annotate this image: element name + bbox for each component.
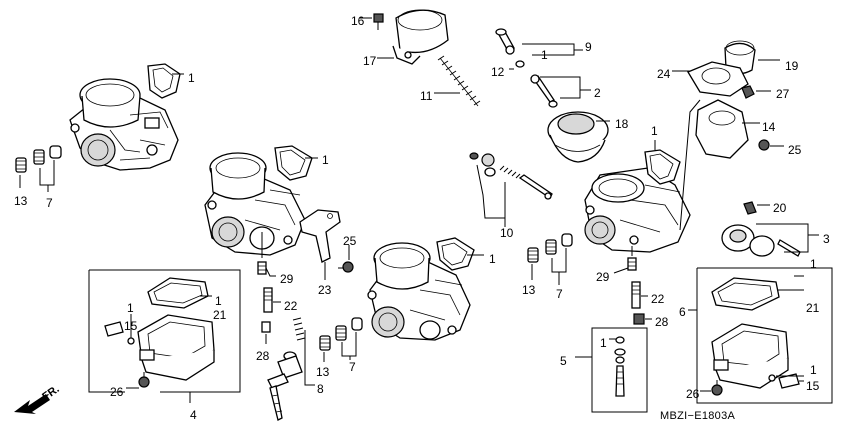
callout-c1e: 1	[489, 252, 496, 266]
holder-24	[687, 61, 749, 97]
callout-c20: 20	[773, 201, 787, 215]
screw-26-left	[138, 372, 150, 388]
group-box-5	[575, 327, 648, 413]
callout-c5: 5	[560, 354, 567, 368]
callout-c29a: 29	[280, 272, 294, 286]
callout-c1f: 1	[127, 301, 134, 315]
callout-c12: 12	[491, 65, 505, 79]
screw-group-8	[267, 317, 306, 421]
callout-c15b: 15	[806, 379, 820, 393]
callout-c13c: 13	[316, 365, 330, 379]
callout-c1h: 1	[600, 336, 607, 350]
top-cover-17	[392, 9, 449, 65]
callout-c4: 4	[190, 408, 197, 422]
cover-14	[695, 99, 749, 159]
callout-c2: 2	[594, 86, 601, 100]
spring-13-right	[527, 233, 573, 263]
plug-15-right	[768, 373, 800, 389]
float-bowl-4-left	[137, 314, 215, 381]
callout-c1g: 1	[215, 294, 222, 308]
callout-c9: 9	[585, 40, 592, 54]
callout-c22a: 22	[284, 299, 298, 313]
gasket-right	[644, 149, 681, 185]
bracket-23	[299, 209, 341, 263]
jet-22-left	[263, 287, 273, 313]
callout-c10: 10	[500, 226, 514, 240]
callout-c27: 27	[776, 87, 790, 101]
screw-26-right	[711, 380, 723, 396]
front-direction-arrow: FR.	[14, 383, 62, 414]
callout-c1b: 1	[188, 71, 195, 85]
callout-c17: 17	[363, 54, 377, 68]
callout-c13a: 13	[14, 194, 28, 208]
screw-27	[741, 85, 755, 99]
group-box-6	[688, 267, 833, 404]
jet-28-right	[633, 313, 645, 325]
callout-c28b: 28	[655, 315, 669, 329]
gasket-center-left	[274, 145, 313, 181]
spring-13-center	[319, 317, 363, 351]
callout-c14: 14	[762, 120, 776, 134]
callout-c1a: 1	[541, 48, 548, 62]
callout-c1j: 1	[810, 363, 817, 377]
screw-25-right	[758, 139, 770, 151]
screw-29-left	[257, 261, 267, 275]
callout-c7b: 7	[556, 287, 563, 301]
carburetor-body-center-left	[204, 152, 306, 256]
spring-13-left	[15, 145, 62, 173]
callout-c13b: 13	[522, 283, 536, 297]
callout-c3: 3	[823, 232, 830, 246]
group-box-4	[88, 269, 241, 403]
gasket-top-left	[147, 63, 181, 99]
callout-c6: 6	[679, 305, 686, 319]
float-bowl-6-right	[711, 323, 789, 389]
callout-c1i: 1	[810, 257, 817, 271]
float-bowl-gasket-21-right	[711, 277, 780, 311]
oring-1-top	[515, 60, 525, 68]
screw-20	[743, 201, 757, 215]
float-parts-5	[614, 336, 626, 397]
callout-c1d: 1	[651, 124, 658, 138]
callout-c25b: 25	[343, 234, 357, 248]
screw-29-right	[627, 257, 637, 271]
callout-c21a: 21	[213, 308, 227, 322]
starter-valve-3	[721, 224, 801, 257]
callout-c24: 24	[657, 67, 671, 81]
diaphragm-18	[547, 111, 609, 163]
callout-c1c: 1	[322, 153, 329, 167]
callout-c16: 16	[351, 14, 365, 28]
screw-25-center	[338, 261, 354, 273]
float-bowl-gasket-21-left	[147, 277, 209, 309]
callout-c19: 19	[785, 59, 799, 73]
spring-11	[437, 55, 481, 107]
jet-22-right	[631, 281, 641, 309]
drawing-code: MBZI−E1803A	[660, 410, 736, 422]
callout-c7c: 7	[349, 360, 356, 374]
carburetor-body-top-left	[69, 78, 179, 171]
callout-c25a: 25	[788, 143, 802, 157]
callout-c8: 8	[317, 382, 324, 396]
callout-c18: 18	[615, 117, 629, 131]
needle-2	[530, 74, 558, 108]
callout-c28a: 28	[256, 349, 270, 363]
callout-c11: 11	[420, 89, 433, 103]
callout-c21b: 21	[806, 301, 820, 315]
callout-c22b: 22	[651, 292, 665, 306]
plug-15-left	[104, 321, 135, 345]
screw-16	[373, 13, 384, 30]
gasket-center	[436, 237, 475, 271]
callout-c15a: 15	[124, 319, 138, 333]
callout-c26b: 26	[686, 387, 700, 401]
jet-28-left	[261, 321, 271, 333]
callout-c7a: 7	[46, 196, 53, 210]
carburetor-body-right	[584, 167, 691, 253]
callout-c29b: 29	[596, 270, 610, 284]
callout-c23: 23	[318, 283, 332, 297]
callout-c26a: 26	[110, 385, 124, 399]
carburetor-body-center	[367, 242, 471, 341]
pilot-screw-group-10	[469, 152, 553, 200]
jet-needle-9	[495, 28, 515, 55]
